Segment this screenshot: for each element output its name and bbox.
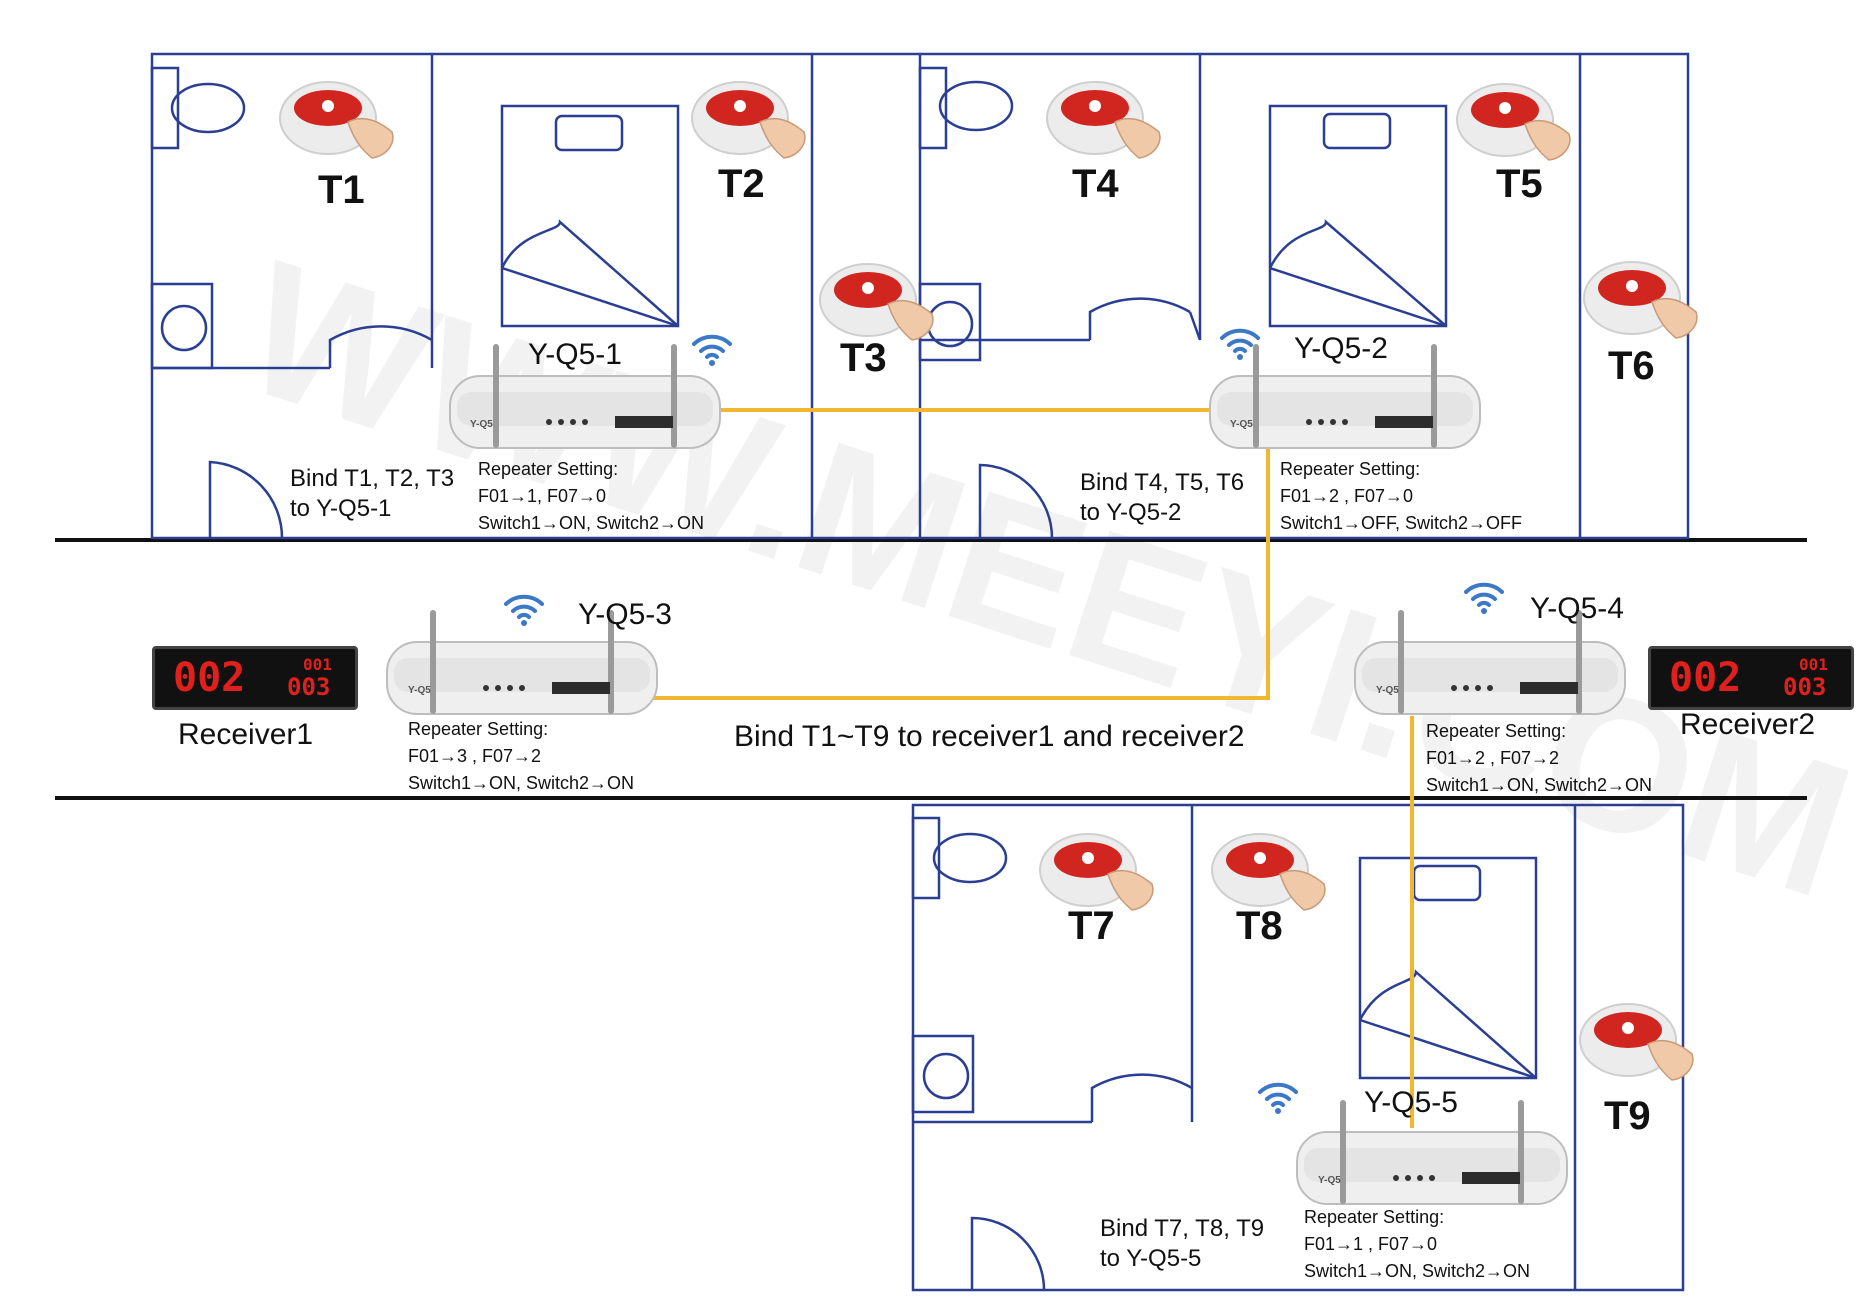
repeater-name-y-q5-4: Y-Q5-4 (1530, 592, 1624, 625)
svg-text:Y-Q5: Y-Q5 (470, 419, 493, 430)
label-t8: T8 (1236, 904, 1283, 948)
svg-text:Y-Q5: Y-Q5 (1376, 685, 1399, 696)
setting-title: Repeater Setting: (1280, 459, 1421, 479)
repeater-name-y-q5-5: Y-Q5-5 (1364, 1086, 1458, 1119)
repeater-name-y-q5-3: Y-Q5-3 (578, 598, 672, 631)
repeater-device-y-q5-1: Y-Q5 (449, 343, 721, 449)
label-t2: T2 (718, 162, 765, 206)
setting-f: F01→2 , F07→0 (1280, 486, 1414, 506)
label-t3: T3 (840, 336, 887, 380)
svg-text:Y-Q5: Y-Q5 (1318, 1175, 1341, 1186)
setting-title: Repeater Setting: (478, 459, 619, 479)
repeater-device-y-q5-4: Y-Q5 (1354, 609, 1626, 715)
setting-switch: Switch1→ON, Switch2→ON (1304, 1261, 1531, 1281)
bind-line1: Bind T7, T8, T9 (1100, 1215, 1265, 1242)
call-button-t3 (819, 263, 934, 341)
label-t6: T6 (1608, 344, 1655, 388)
call-button-t9 (1579, 1003, 1694, 1081)
repeater-device-y-q5-3: Y-Q5 (386, 609, 658, 715)
repeater-setting-y-q5-2: Repeater Setting: F01→2 , F07→0 Switch1→… (1280, 456, 1522, 537)
bind-text-y-q5-1: Bind T1, T2, T3 to Y-Q5-1 (290, 464, 454, 524)
repeater-device-y-q5-5: Y-Q5 (1296, 1099, 1568, 1205)
repeater-setting-y-q5-5: Repeater Setting: F01→1 , F07→0 Switch1→… (1304, 1204, 1530, 1285)
bind-line2: to Y-Q5-2 (1080, 499, 1182, 526)
receiver2-display-bottom: 003 (1783, 673, 1827, 701)
label-t4: T4 (1072, 162, 1119, 206)
setting-title: Repeater Setting: (1304, 1207, 1445, 1227)
call-button-t5 (1456, 83, 1571, 161)
call-button-t1 (279, 81, 394, 159)
setting-switch: Switch1→ON, Switch2→ON (408, 773, 635, 793)
repeater-setting-y-q5-3: Repeater Setting: F01→3 , F07→2 Switch1→… (408, 716, 634, 797)
bind-line1: Bind T1, T2, T3 (290, 465, 455, 492)
repeater-setting-y-q5-1: Repeater Setting: F01→1, F07→0 Switch1→O… (478, 456, 704, 537)
label-t7: T7 (1068, 904, 1115, 948)
setting-f: F01→2 , F07→2 (1426, 748, 1560, 768)
wifi-icon-y-q5-5 (1258, 1082, 1298, 1116)
repeater-device-y-q5-2: Y-Q5 (1209, 343, 1481, 449)
call-button-t7 (1039, 833, 1154, 911)
wifi-icon-y-q5-3 (504, 594, 544, 628)
svg-text:Y-Q5: Y-Q5 (408, 685, 431, 696)
call-button-t8 (1211, 833, 1326, 911)
setting-switch: Switch1→OFF, Switch2→OFF (1280, 513, 1523, 533)
receiver2-label: Receiver2 (1680, 708, 1816, 741)
setting-switch: Switch1→ON, Switch2→ON (478, 513, 705, 533)
bind-line1: Bind T4, T5, T6 (1080, 469, 1245, 496)
label-t1: T1 (318, 168, 365, 212)
setting-f: F01→1, F07→0 (478, 486, 607, 506)
receiver2-display-main: 002 (1669, 655, 1742, 701)
label-t9: T9 (1604, 1094, 1651, 1138)
bind-text-y-q5-5: Bind T7, T8, T9 to Y-Q5-5 (1100, 1214, 1264, 1274)
repeater-links (652, 408, 1414, 1128)
svg-text:Y-Q5: Y-Q5 (1230, 419, 1253, 430)
receiver1-display-bottom: 003 (287, 673, 331, 701)
repeater-setting-y-q5-4: Repeater Setting: F01→2 , F07→2 Switch1→… (1426, 718, 1652, 799)
floor-divider-top (55, 538, 1807, 542)
setting-title: Repeater Setting: (1426, 721, 1567, 741)
setting-title: Repeater Setting: (408, 719, 549, 739)
setting-f: F01→1 , F07→0 (1304, 1234, 1438, 1254)
call-button-t2 (691, 81, 806, 159)
bind-line2: to Y-Q5-5 (1100, 1245, 1202, 1272)
receiver1-display-top: 001 (303, 655, 332, 674)
setting-f: F01→3 , F07→2 (408, 746, 542, 766)
bind-line2: to Y-Q5-1 (290, 495, 392, 522)
label-t5: T5 (1496, 162, 1543, 206)
wifi-icon-y-q5-2 (1220, 328, 1260, 362)
receiver1-display-main: 002 (173, 655, 246, 701)
floor-divider-bottom (55, 796, 1807, 800)
receiver1-display: 002 001 003 (152, 646, 358, 710)
call-button-t4 (1046, 81, 1161, 159)
repeater-name-y-q5-1: Y-Q5-1 (528, 338, 622, 371)
center-bind-text: Bind T1~T9 to receiver1 and receiver2 (734, 720, 1245, 753)
repeater-name-y-q5-2: Y-Q5-2 (1294, 332, 1388, 365)
receiver1-label: Receiver1 (178, 718, 314, 751)
setting-switch: Switch1→ON, Switch2→ON (1426, 775, 1653, 795)
receiver2-display: 002 001 003 (1648, 646, 1854, 710)
bind-text-y-q5-2: Bind T4, T5, T6 to Y-Q5-2 (1080, 468, 1244, 528)
call-button-t6 (1583, 261, 1698, 339)
room-walls (150, 52, 1690, 1292)
receiver2-display-top: 001 (1799, 655, 1828, 674)
